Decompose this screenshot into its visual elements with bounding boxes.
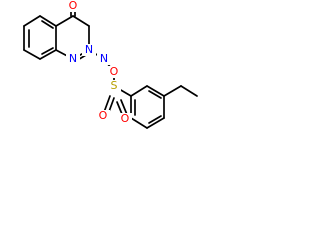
bond [39,49,57,60]
double-bond-inner [41,47,54,55]
label-background [66,0,80,12]
toluene-ring [130,85,198,129]
label-background [118,113,132,125]
label-background [97,53,111,65]
label-background [66,53,80,65]
sulfur-label: S [111,79,118,92]
sulfonyl-oxygen-label: O [99,109,108,122]
label-background [107,66,121,78]
atom-labels: O N N N O S O O [66,0,132,125]
nitrogen-label: N [69,52,77,65]
oxygen-label: O [110,65,119,78]
bond [130,117,148,129]
nitrogen-label: N [100,52,108,65]
double-bond-inner [41,20,54,29]
sulfonyl-oxygen-label: O [121,112,130,125]
bond [146,85,165,97]
bond [130,85,148,97]
bond [23,15,41,27]
bond [23,49,41,60]
label-background [96,110,110,122]
label-background [107,80,121,92]
double-bond-inner [148,115,162,124]
benzo-ring [23,15,57,60]
bond [163,85,182,97]
bond [180,85,198,97]
chemical-structure-diagram: O N N N O S O O [23,0,198,129]
bond [55,15,74,27]
label-background [82,44,96,56]
double-bond-inner [148,90,162,99]
carbonyl-oxygen-label: O [69,0,78,12]
nitrogen-label: N [85,43,93,56]
bond [72,15,90,27]
bond [146,117,165,129]
bond [39,15,57,27]
structure-canvas: O N N N O S O O [23,0,198,129]
